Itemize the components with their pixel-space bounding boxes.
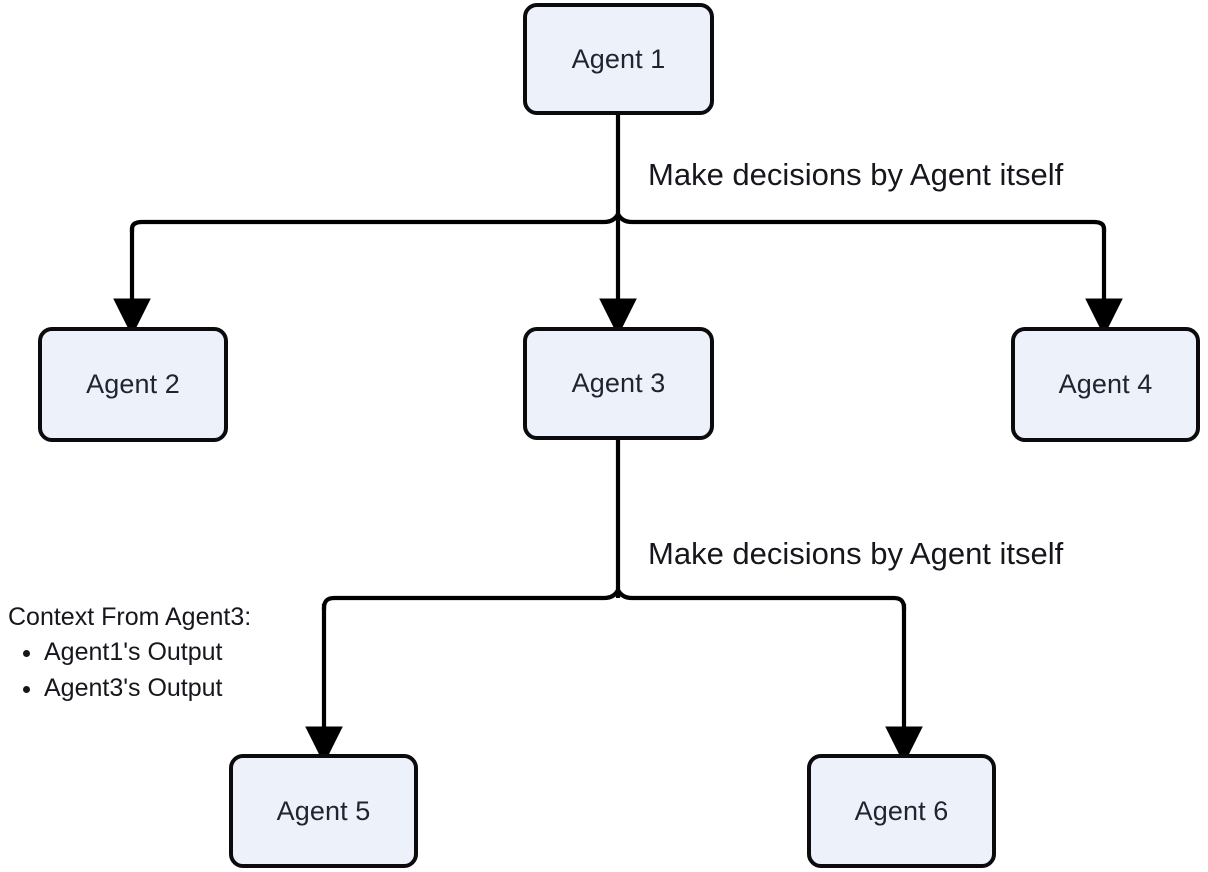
node-agent-3[interactable]: Agent 3 — [523, 327, 714, 440]
node-agent-4[interactable]: Agent 4 — [1011, 327, 1200, 442]
node-agent-6[interactable]: Agent 6 — [807, 754, 996, 868]
node-agent-5[interactable]: Agent 5 — [229, 754, 418, 868]
node-agent-2-label: Agent 2 — [86, 369, 180, 399]
node-agent-4-label: Agent 4 — [1058, 369, 1153, 399]
edge-bus-level2 — [321, 587, 907, 611]
edge-label-level-2: Make decisions by Agent itself — [648, 536, 1064, 571]
node-agent-5-label: Agent 5 — [276, 795, 371, 826]
node-agent-2[interactable]: Agent 2 — [38, 327, 228, 442]
node-agent-6-label: Agent 6 — [854, 795, 949, 826]
context-note-list: Agent1's Output Agent3's Output — [8, 638, 251, 703]
node-agent-3-label: Agent 3 — [571, 368, 666, 398]
edge-label-level-1: Make decisions by Agent itself — [648, 157, 1064, 192]
node-agent-1-label: Agent 1 — [571, 43, 666, 74]
edge-bus-level1 — [129, 211, 1107, 232]
context-note-title: Context From Agent3: — [8, 603, 252, 631]
context-note: Context From Agent3: Agent1's Output Age… — [8, 605, 251, 710]
context-note-item: Agent3's Output — [44, 674, 251, 703]
node-agent-1[interactable]: Agent 1 — [523, 3, 714, 115]
context-note-item: Agent1's Output — [44, 638, 251, 667]
